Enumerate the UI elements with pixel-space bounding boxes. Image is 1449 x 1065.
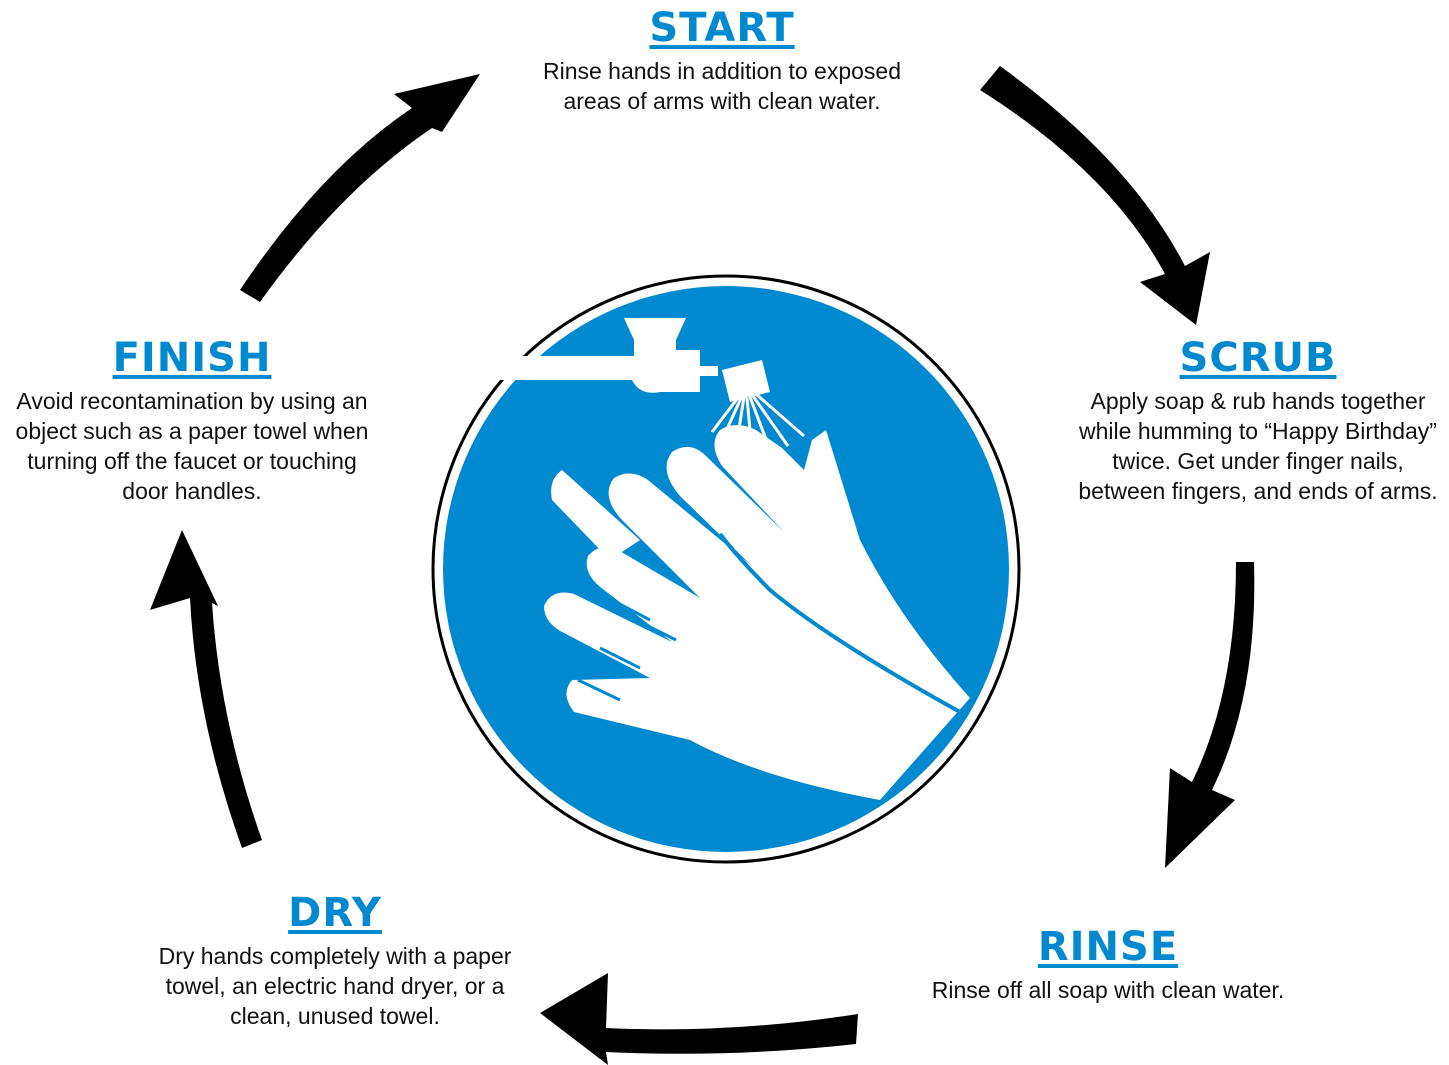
step-scrub-line: between fingers, and ends of arms.: [1078, 478, 1438, 504]
step-finish-line: door handles.: [122, 478, 262, 504]
arrow-scrub-to-rinse: [1165, 562, 1255, 868]
step-rinse-description: Rinse off all soap with clean water.: [888, 975, 1328, 1005]
arrow-finish-to-start: [240, 74, 480, 302]
step-scrub-line: while humming to “Happy Birthday”: [1079, 418, 1437, 444]
step-dry-line: Dry hands completely with a paper: [158, 943, 512, 969]
hands-icon: [544, 425, 970, 800]
step-finish-line: Avoid recontamination by using an: [16, 388, 368, 414]
step-dry-line: clean, unused towel.: [230, 1003, 440, 1029]
step-dry-line: towel, an electric hand dryer, or a: [165, 973, 505, 999]
step-rinse-title: RINSE: [1037, 924, 1179, 970]
step-rinse-line: Rinse off all soap with clean water.: [931, 977, 1285, 1003]
step-start-line: Rinse hands in addition to exposed: [542, 58, 902, 84]
step-dry: DRY Dry hands completely with a paper to…: [130, 891, 540, 1031]
step-finish-title: FINISH: [112, 335, 272, 381]
step-scrub-line: twice. Get under finger nails,: [1112, 448, 1404, 474]
step-finish-line: turning off the faucet or touching: [27, 448, 357, 474]
step-scrub-title: SCRUB: [1179, 335, 1337, 381]
step-start-description: Rinse hands in addition to exposed areas…: [512, 56, 932, 116]
step-dry-title: DRY: [288, 890, 382, 936]
step-dry-description: Dry hands completely with a paper towel,…: [130, 941, 540, 1031]
step-scrub-line: Apply soap & rub hands together: [1090, 388, 1426, 414]
arrow-rinse-to-dry: [540, 973, 858, 1065]
step-finish-line: object such as a paper towel when: [15, 418, 369, 444]
step-scrub: SCRUB Apply soap & rub hands together wh…: [1062, 336, 1449, 506]
arrow-start-to-scrub: [980, 66, 1210, 325]
step-start-title: START: [649, 5, 795, 51]
faucet-icon: [448, 318, 770, 402]
step-finish: FINISH Avoid recontamination by using an…: [0, 336, 384, 506]
step-scrub-description: Apply soap & rub hands together while hu…: [1062, 386, 1449, 506]
step-rinse: RINSE Rinse off all soap with clean wate…: [888, 925, 1328, 1005]
step-finish-description: Avoid recontamination by using an object…: [0, 386, 384, 506]
arrow-dry-to-finish: [150, 530, 262, 848]
step-start-line: areas of arms with clean water.: [563, 88, 881, 114]
step-start: START Rinse hands in addition to exposed…: [512, 6, 932, 116]
